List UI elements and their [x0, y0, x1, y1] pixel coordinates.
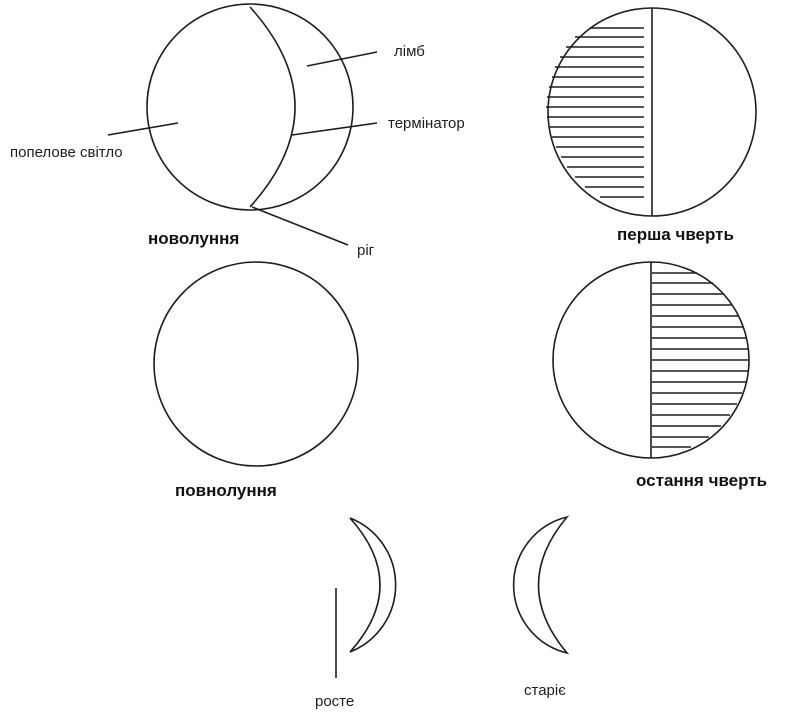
- full-moon-figure: повнолуння: [153, 261, 359, 500]
- first-quarter-figure: перша чверть: [546, 7, 757, 244]
- full-moon-caption: повнолуння: [175, 481, 277, 500]
- last-quarter-figure: остання чверть: [552, 261, 767, 490]
- limb-label: лімб: [394, 43, 425, 60]
- new-moon-figure: лімб термінатор попелове світло ріг ново…: [10, 3, 465, 259]
- limb-pointer: [306, 51, 378, 67]
- new-moon-terminator-arc: [249, 6, 296, 208]
- terminator-pointer: [291, 122, 378, 136]
- earthshine-label: попелове світло: [10, 144, 123, 161]
- horn-label: ріг: [357, 242, 375, 259]
- terminator-label: термінатор: [388, 115, 465, 132]
- growing-crescent: [349, 517, 397, 653]
- waning-crescent-figure: старіє: [512, 515, 570, 699]
- waning-label: старіє: [524, 682, 566, 699]
- horn-pointer: [251, 206, 349, 246]
- first-quarter-caption: перша чверть: [617, 225, 734, 244]
- full-moon-disk: [153, 261, 359, 467]
- last-quarter-caption: остання чверть: [636, 471, 767, 490]
- new-moon-disk: [146, 3, 354, 211]
- growing-crescent-figure: росте: [315, 517, 397, 710]
- waning-crescent: [512, 515, 570, 655]
- earthshine-pointer: [107, 122, 179, 136]
- new-moon-caption: новолуння: [148, 229, 239, 248]
- growing-label: росте: [315, 693, 354, 710]
